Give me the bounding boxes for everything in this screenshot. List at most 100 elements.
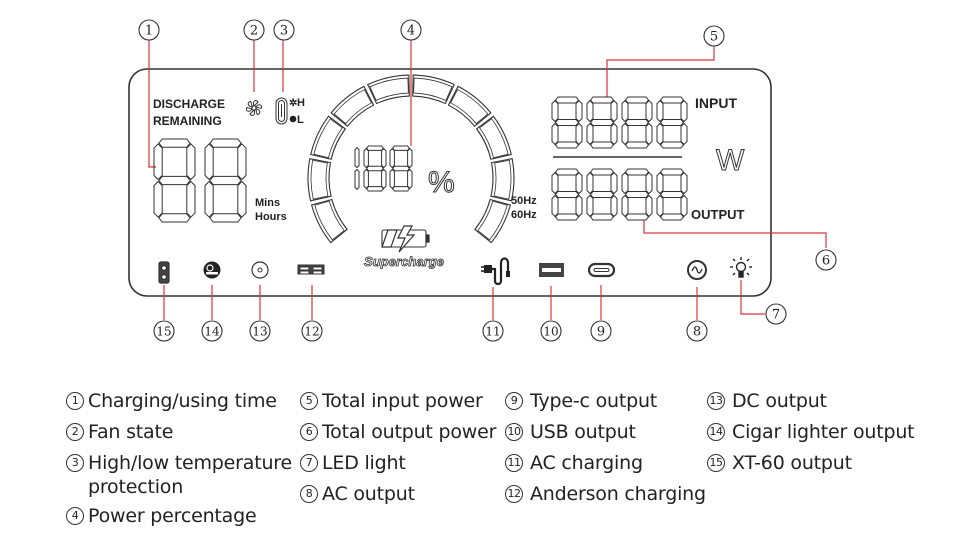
ring-segment — [307, 158, 332, 202]
callout-circle — [249, 320, 271, 342]
discharge-label: DISCHARGE — [153, 97, 225, 111]
callout-marker-14: 14 — [201, 320, 223, 342]
segment — [645, 171, 653, 195]
segment — [624, 141, 650, 149]
legend-text: AC output — [322, 483, 415, 505]
seven-seg-digit — [354, 146, 360, 191]
segment — [575, 122, 583, 146]
segment — [589, 119, 615, 126]
legend-text: Type-c output — [530, 390, 658, 412]
callout-circle — [482, 320, 504, 342]
legend-text: protection — [88, 476, 184, 498]
callout-circle — [703, 25, 725, 47]
segment — [551, 171, 559, 195]
anderson-icon — [297, 264, 325, 275]
segment — [680, 171, 688, 195]
callout-number: 3 — [280, 24, 288, 39]
callout-number: 6 — [822, 254, 830, 269]
segment — [621, 99, 629, 123]
callout-circle — [273, 19, 295, 41]
segment — [365, 186, 385, 192]
segment — [158, 175, 191, 186]
legend-text: Anderson charging — [530, 483, 706, 505]
ring-segment-inner — [450, 89, 489, 125]
legend-text: LED light — [322, 452, 406, 474]
ring-segment — [474, 198, 512, 244]
legend-num: 3 — [66, 454, 84, 472]
segment — [554, 119, 580, 126]
segment — [586, 99, 594, 123]
segment — [365, 145, 385, 151]
segment — [645, 99, 653, 123]
callout-number: 1 — [145, 24, 153, 39]
segment — [551, 99, 559, 123]
legend-num: 4 — [66, 507, 84, 525]
segment — [659, 141, 685, 149]
seven-seg-digit — [153, 138, 196, 223]
callout-circle — [400, 19, 422, 41]
callout-marker-2: 2 — [243, 19, 265, 41]
temp-low-label: L — [297, 114, 304, 126]
ring-segment — [447, 85, 492, 127]
ring-segment — [367, 74, 410, 105]
callout-marker-3: 3 — [273, 19, 295, 41]
callout-marker-1: 1 — [138, 19, 160, 41]
segment — [624, 119, 650, 126]
legend-num: 6 — [300, 423, 318, 441]
segment — [391, 165, 411, 172]
segment — [645, 194, 653, 218]
segment — [554, 213, 580, 221]
battery-ring — [307, 74, 515, 244]
hours-label: Hours — [255, 211, 287, 223]
segment — [659, 119, 685, 126]
legend-num: 13 — [707, 392, 725, 410]
legend-text: Total input power — [322, 390, 483, 412]
callout-circle — [243, 19, 265, 41]
thermometer-icon — [275, 97, 288, 125]
legend-num: 5 — [300, 392, 318, 410]
segment — [554, 141, 580, 149]
callout-marker-13: 13 — [249, 320, 271, 342]
callout-circle — [540, 320, 562, 342]
seven-seg-digit — [656, 96, 688, 149]
fan-icon — [245, 100, 263, 116]
legend-num: 7 — [300, 454, 318, 472]
ring-segment-inner — [310, 159, 329, 200]
segment — [589, 96, 615, 104]
legend-text: XT-60 output — [732, 452, 852, 474]
callout-number: 2 — [250, 24, 258, 39]
callout-marker-8: 8 — [686, 320, 708, 342]
segment — [551, 194, 559, 218]
callout-circle — [138, 19, 160, 41]
segment — [589, 213, 615, 221]
callout-number: 8 — [693, 325, 701, 340]
segment — [656, 99, 664, 123]
segment — [209, 213, 242, 223]
segment — [381, 147, 387, 169]
segment — [354, 146, 360, 169]
callout-circle — [815, 249, 837, 271]
ring-segment-inner — [413, 77, 453, 101]
output-power-digits — [551, 168, 688, 221]
segment — [158, 213, 191, 223]
segment — [554, 96, 580, 104]
callout-number: 9 — [597, 325, 605, 340]
segment — [589, 141, 615, 149]
output-label: OUTPUT — [691, 207, 745, 222]
segment — [589, 191, 615, 198]
segment — [363, 168, 369, 190]
segment — [153, 143, 163, 181]
seven-seg-digit — [551, 96, 583, 149]
segment — [237, 143, 247, 181]
legend-num: 1 — [66, 392, 84, 410]
segment — [575, 194, 583, 218]
seven-seg-digit — [621, 168, 653, 221]
remaining-label: REMAINING — [153, 114, 222, 128]
